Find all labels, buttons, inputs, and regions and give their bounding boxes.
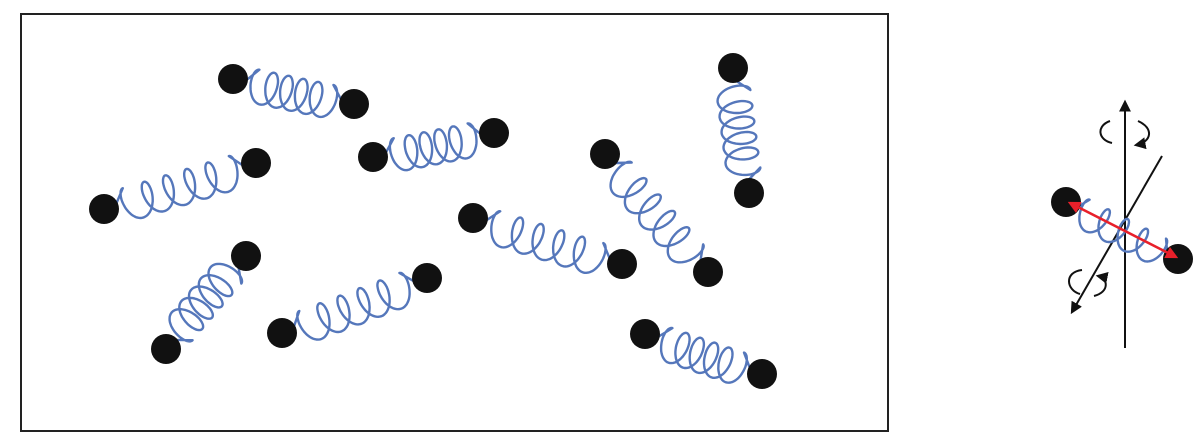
- molecule-3: [358, 118, 509, 172]
- spring-bond: [483, 210, 612, 274]
- molecule-4: [590, 139, 723, 287]
- atom-a: [458, 203, 488, 233]
- spring-bond: [243, 68, 344, 119]
- spring-bond: [114, 154, 246, 220]
- atom-b: [241, 148, 271, 178]
- atom-b: [607, 249, 637, 279]
- atom-b: [747, 359, 777, 389]
- spring-bond: [168, 262, 244, 343]
- container-box: [20, 13, 889, 432]
- molecule-2: [89, 148, 271, 224]
- atom-a: [218, 64, 248, 94]
- atom-b: [734, 178, 764, 208]
- spring-bond: [383, 122, 484, 172]
- atom-a: [1051, 187, 1081, 217]
- molecule-6: [458, 203, 637, 279]
- molecule-1: [218, 64, 369, 119]
- spring-bond: [292, 271, 417, 341]
- atom-a: [590, 139, 620, 169]
- gas-molecules: [89, 53, 777, 389]
- atom-a: [89, 194, 119, 224]
- atom-a: [358, 142, 388, 172]
- inset-molecule-diagram: [1051, 99, 1193, 348]
- molecule-5: [716, 53, 764, 208]
- atom-a: [718, 53, 748, 83]
- atom-b: [693, 257, 723, 287]
- spring-bond: [716, 78, 762, 183]
- tilted-rotation-arrow-icon: [1068, 270, 1106, 297]
- atom-a: [231, 241, 261, 271]
- molecule-8: [267, 263, 442, 348]
- atom-a: [630, 319, 660, 349]
- atom-a: [267, 318, 297, 348]
- spring-bond: [609, 160, 705, 265]
- atom-b: [1163, 244, 1193, 274]
- vertical-rotation-arrow-icon: [1099, 120, 1150, 145]
- spring-bond: [655, 326, 752, 384]
- atom-b: [151, 334, 181, 364]
- bond-vibration-arrow: [1067, 201, 1179, 259]
- atom-b: [479, 118, 509, 148]
- molecule-9: [630, 319, 777, 389]
- molecule-7: [151, 241, 261, 364]
- atom-b: [339, 89, 369, 119]
- atom-b: [412, 263, 442, 293]
